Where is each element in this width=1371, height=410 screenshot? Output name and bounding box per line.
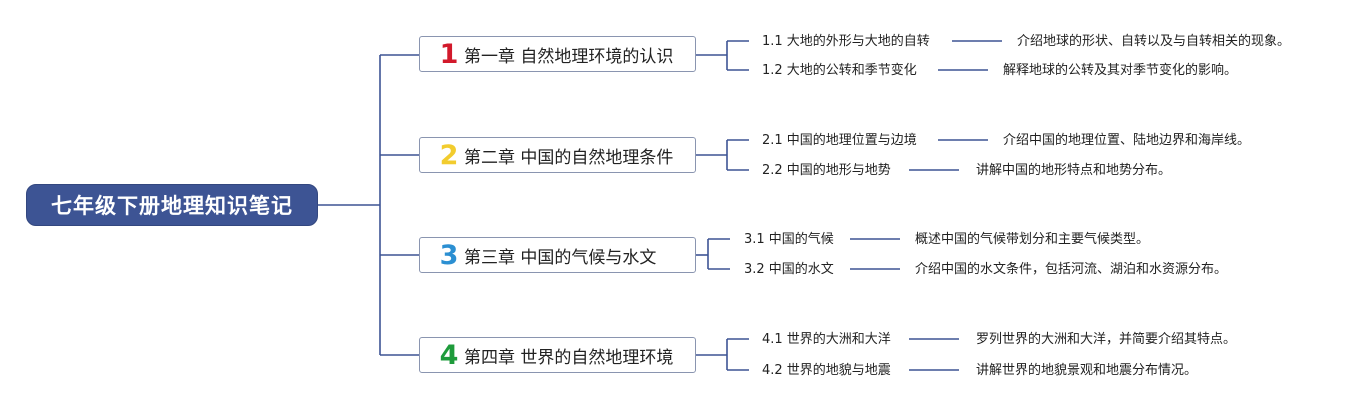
section-desc-3-1: 概述中国的气候带划分和主要气候类型。 <box>915 232 1150 247</box>
chapter-title-1: 第一章 自然地理环境的认识 <box>464 46 674 67</box>
section-label-1-1[interactable]: 1.1 大地的外形与大地的自转 <box>762 34 930 49</box>
section-desc-4-2: 讲解世界的地貌景观和地震分布情况。 <box>976 363 1198 378</box>
chapter-number-1: 1 <box>439 38 459 70</box>
root-node[interactable]: 七年级下册地理知识笔记 <box>26 184 318 226</box>
chapter-number-3: 3 <box>439 239 459 271</box>
section-desc-4-1: 罗列世界的大洲和大洋，并简要介绍其特点。 <box>976 332 1237 347</box>
chapter-node-3[interactable]: 3 第三章 中国的气候与水文 <box>419 237 696 273</box>
section-label-3-2[interactable]: 3.2 中国的水文 <box>744 262 834 277</box>
section-label-1-2[interactable]: 1.2 大地的公转和季节变化 <box>762 63 917 78</box>
chapter-number-2: 2 <box>439 139 459 171</box>
section-label-3-1[interactable]: 3.1 中国的气候 <box>744 232 834 247</box>
section-desc-1-2: 解释地球的公转及其对季节变化的影响。 <box>1003 63 1238 78</box>
chapter-title-2: 第二章 中国的自然地理条件 <box>464 147 674 168</box>
section-desc-2-2: 讲解中国的地形特点和地势分布。 <box>976 163 1172 178</box>
section-label-4-2[interactable]: 4.2 世界的地貌与地震 <box>762 363 891 378</box>
section-label-2-2[interactable]: 2.2 中国的地形与地势 <box>762 163 891 178</box>
chapter-node-4[interactable]: 4 第四章 世界的自然地理环境 <box>419 337 696 373</box>
section-desc-2-1: 介绍中国的地理位置、陆地边界和海岸线。 <box>1003 133 1251 148</box>
root-title: 七年级下册地理知识笔记 <box>51 194 293 218</box>
chapter-title-4: 第四章 世界的自然地理环境 <box>464 347 674 368</box>
section-label-4-1[interactable]: 4.1 世界的大洲和大洋 <box>762 332 891 347</box>
chapter-node-1[interactable]: 1 第一章 自然地理环境的认识 <box>419 36 696 72</box>
chapter-node-2[interactable]: 2 第二章 中国的自然地理条件 <box>419 137 696 173</box>
section-label-2-1[interactable]: 2.1 中国的地理位置与边境 <box>762 133 917 148</box>
section-desc-1-1: 介绍地球的形状、自转以及与自转相关的现象。 <box>1017 34 1291 49</box>
section-desc-3-2: 介绍中国的水文条件，包括河流、湖泊和水资源分布。 <box>915 262 1228 277</box>
chapter-number-4: 4 <box>439 339 459 371</box>
chapter-title-3: 第三章 中国的气候与水文 <box>464 247 657 268</box>
